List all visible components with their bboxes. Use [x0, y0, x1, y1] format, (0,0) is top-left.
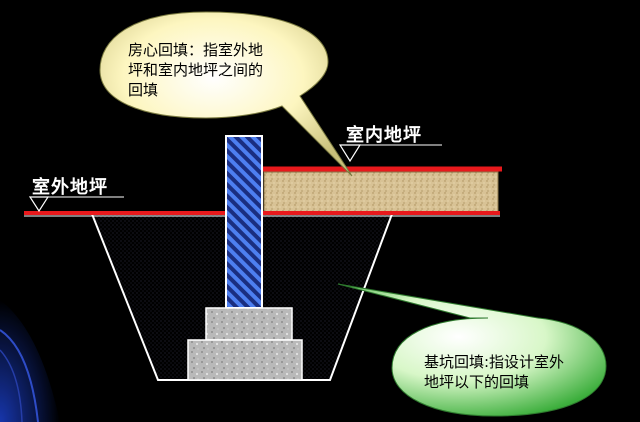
room-backfill-callout: [99, 11, 353, 177]
room-backfill-line-3: 回填: [128, 81, 159, 99]
footing-upper-step: [205, 307, 293, 341]
pit-backfill-callout: [337, 283, 607, 417]
room-backfill-line-2: 坪和室内地坪之间的: [128, 61, 264, 79]
outdoor-level-marker: [28, 196, 124, 213]
room-backfill-text: 房心回填：指室外地 坪和室内地坪之间的 回填: [128, 40, 263, 100]
pit-backfill-line-2: 地坪以下的回填: [424, 373, 530, 391]
indoor-level-marker: [338, 144, 442, 163]
pit-backfill-text: 基坑回填:指设计室外 地坪以下的回填: [424, 352, 564, 392]
outdoor-ground-label: 室外地坪: [32, 177, 108, 198]
pit-backfill-line-1: 基坑回填:指设计室外: [424, 353, 565, 371]
decorative-swirl: [0, 300, 60, 422]
indoor-floor-label: 室内地坪: [346, 125, 422, 146]
foundation-wall: [225, 135, 263, 309]
room-backfill-soil: [263, 171, 499, 215]
footing-lower-step: [187, 339, 303, 381]
room-backfill-line-1: 房心回填：指室外地: [128, 41, 264, 59]
